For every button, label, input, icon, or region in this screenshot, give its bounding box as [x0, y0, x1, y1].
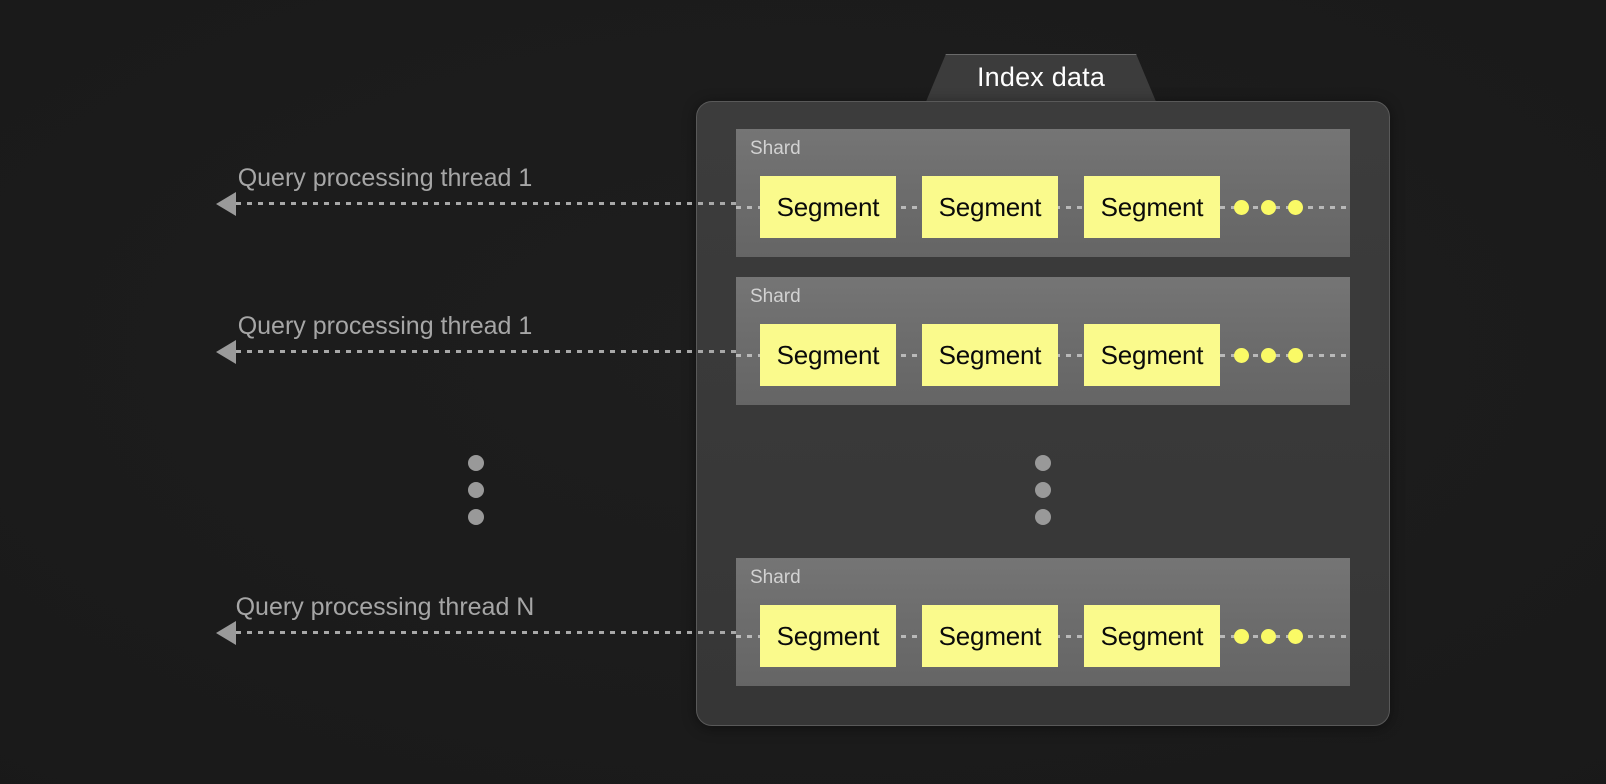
ellipsis-dot: [1035, 482, 1051, 498]
thread-line-2: [236, 350, 760, 353]
segment-ellipsis: [1234, 200, 1324, 215]
segment-box: Segment: [922, 324, 1058, 386]
ellipsis-dot: [1035, 509, 1051, 525]
segment-box: Segment: [760, 324, 896, 386]
segment-box: Segment: [1084, 605, 1220, 667]
segment-box: Segment: [922, 605, 1058, 667]
shard-label: Shard: [750, 138, 801, 159]
thread-arrow-1: [216, 192, 236, 216]
thread-arrow-2: [216, 340, 236, 364]
ellipsis-dot: [1261, 348, 1276, 363]
segment-box: Segment: [922, 176, 1058, 238]
ellipsis-dot: [468, 482, 484, 498]
shard-label: Shard: [750, 286, 801, 307]
segment-box: Segment: [760, 605, 896, 667]
shard-row: Shard Segment Segment Segment: [736, 558, 1350, 686]
index-data-tab-label: Index data: [976, 62, 1106, 92]
ellipsis-dot: [468, 455, 484, 471]
segment-ellipsis: [1234, 629, 1324, 644]
segment-box: Segment: [760, 176, 896, 238]
shard-label: Shard: [750, 567, 801, 588]
ellipsis-dot: [1234, 200, 1249, 215]
index-data-tab: [925, 54, 1157, 104]
thread-line-1: [236, 202, 760, 205]
thread-label-2: Query processing thread 1: [237, 312, 533, 340]
segment-ellipsis: [1234, 348, 1324, 363]
ellipsis-dot: [1261, 629, 1276, 644]
ellipsis-dot: [1234, 348, 1249, 363]
ellipsis-dot: [468, 509, 484, 525]
thread-label-3: Query processing thread N: [235, 593, 535, 621]
ellipsis-dot: [1288, 200, 1303, 215]
shard-row: Shard Segment Segment Segment: [736, 129, 1350, 257]
shard-row: Shard Segment Segment Segment: [736, 277, 1350, 405]
segment-box: Segment: [1084, 176, 1220, 238]
thread-label-1: Query processing thread 1: [237, 164, 533, 192]
ellipsis-dot: [1288, 629, 1303, 644]
thread-line-3: [236, 631, 760, 634]
segment-box: Segment: [1084, 324, 1220, 386]
ellipsis-dot: [1288, 348, 1303, 363]
center-vertical-ellipsis: [1035, 455, 1051, 536]
ellipsis-dot: [1261, 200, 1276, 215]
left-vertical-ellipsis: [468, 455, 484, 536]
ellipsis-dot: [1234, 629, 1249, 644]
thread-arrow-3: [216, 621, 236, 645]
ellipsis-dot: [1035, 455, 1051, 471]
